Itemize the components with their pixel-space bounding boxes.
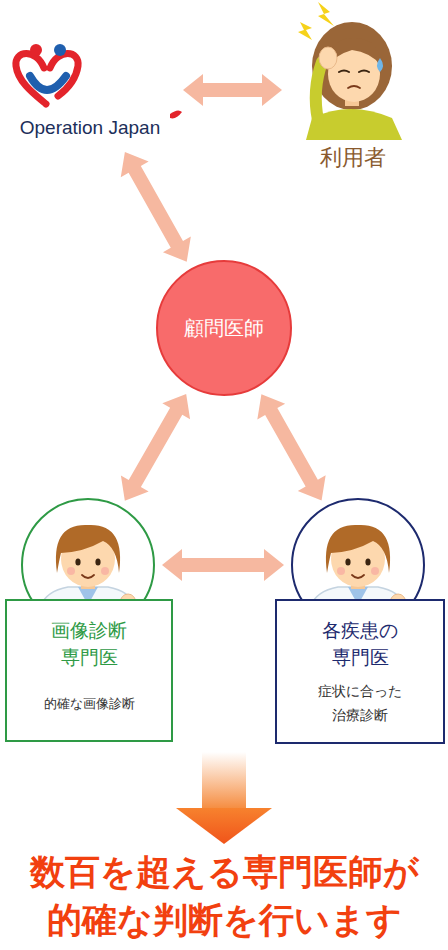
block-arrow (121, 394, 190, 501)
specialist-box: 各疾患の 専門医症状に合った 治療診断 (275, 497, 445, 744)
slogan-text: 数百を超える専門医師が 的確な判断を行います (14, 848, 434, 944)
block-arrow (121, 152, 191, 262)
down-arrow (176, 752, 272, 844)
node-body: 的確な画像診断 (10, 695, 168, 713)
box-shape (6, 600, 172, 741)
actor-node: 利用者 (290, 5, 415, 175)
node-title: 利用者 (290, 143, 415, 174)
user-illustration (298, 2, 402, 140)
block-arrow (162, 549, 284, 581)
circle-shape (157, 261, 291, 395)
node-body: 症状に合った 治療診断 (310, 680, 410, 728)
advisor-circle: 顧問医師 (156, 260, 292, 396)
node-title: 各疾患の 専門医 (316, 617, 404, 670)
block-arrow (257, 394, 325, 500)
logo-mark (16, 44, 182, 118)
node-title: 顧問医師 (156, 314, 292, 342)
actor-node: Operation Japan (5, 35, 175, 145)
specialist-box: 画像診断 専門医的確な画像診断 (5, 497, 173, 742)
node-title: Operation Japan (5, 115, 175, 142)
node-title: 画像診断 専門医 (45, 617, 133, 670)
block-arrow (183, 74, 282, 106)
box-shape (276, 600, 444, 743)
